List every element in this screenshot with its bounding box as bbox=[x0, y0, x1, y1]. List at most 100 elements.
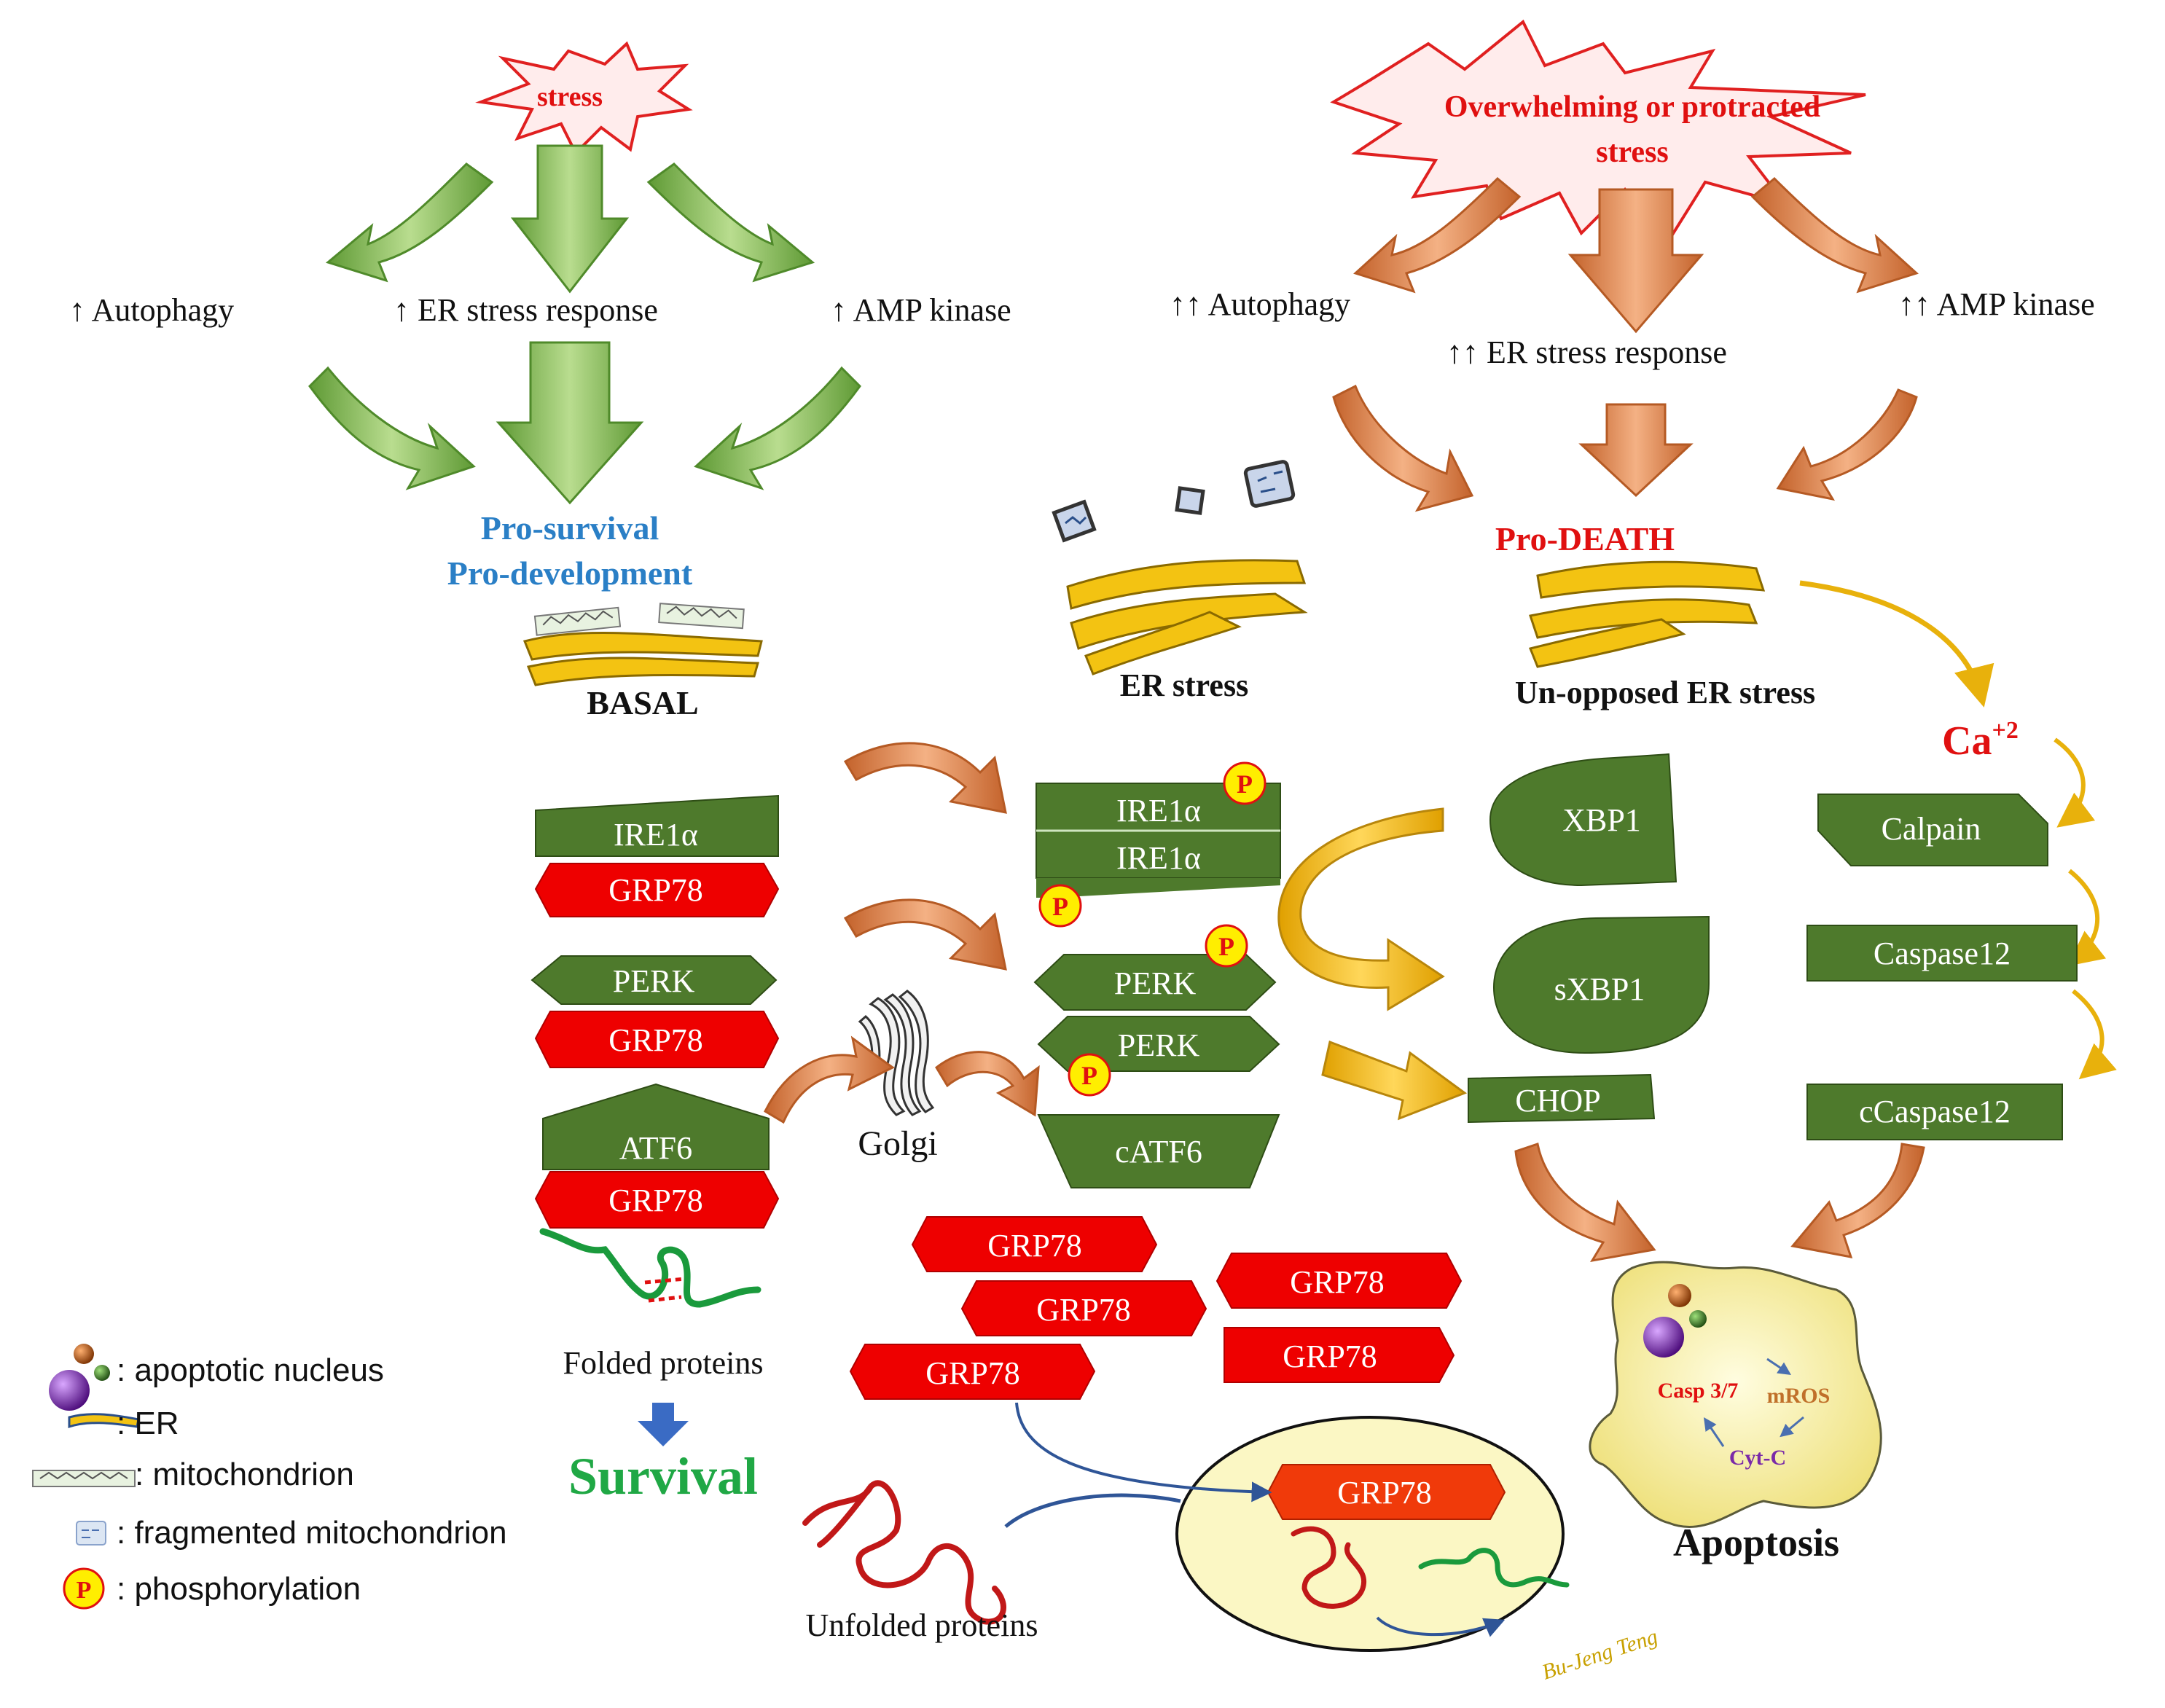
grp78-binding-arrow bbox=[1015, 1402, 1272, 1503]
bound-unfolded-protein-icon bbox=[1291, 1526, 1367, 1609]
refolding-arrow bbox=[1376, 1616, 1506, 1637]
chaperone-grp78-label: GRP78 bbox=[1337, 1475, 1432, 1511]
caspase-cleavage-arrow bbox=[2072, 989, 2117, 1080]
mitochondrion-icon bbox=[32, 1470, 136, 1487]
atf6-grp78-complex: ATF6 GRP78 bbox=[534, 1083, 780, 1229]
ire1-grp78-complex: IRE1α GRP78 bbox=[534, 794, 780, 917]
down-arrow-icon bbox=[638, 1403, 689, 1446]
legend-mitochondrion-text: : mitochondrion bbox=[135, 1457, 354, 1492]
legend-er-text: : ER bbox=[117, 1406, 179, 1441]
folded-protein-icon bbox=[539, 1228, 762, 1308]
perk-dimer: PERK PERK P P bbox=[1033, 924, 1280, 1097]
free-grp78-label: GRP78 bbox=[1290, 1264, 1385, 1300]
unfolded-protein-icon bbox=[802, 1480, 1006, 1625]
folded-proteins-label: Folded proteins bbox=[563, 1345, 764, 1381]
gold-arrows bbox=[1277, 807, 1468, 1121]
phospho-label: P bbox=[1237, 769, 1253, 799]
apoptosis-label: Apoptosis bbox=[1673, 1521, 1839, 1564]
legend-phospho-text: : phosphorylation bbox=[117, 1571, 361, 1607]
chaperone-grp78-box: GRP78 bbox=[1266, 1464, 1506, 1520]
refolded-protein-icon bbox=[1418, 1548, 1570, 1588]
free-grp78-cluster: GRP78 GRP78 GRP78 GRP78 GRP78 bbox=[849, 1216, 1463, 1400]
right-stress-starburst: Overwhelming or protracted stress bbox=[1330, 19, 1866, 243]
active-ire1-top-label: IRE1α bbox=[1116, 793, 1201, 828]
left-amp-kinase-label: ↑ AMP kinase bbox=[831, 292, 1011, 328]
survival-label: Survival bbox=[568, 1447, 758, 1505]
apoptotic-nucleus-icon bbox=[1689, 1310, 1707, 1328]
phospho-icon bbox=[1068, 1053, 1111, 1097]
apoptotic-nucleus-icon bbox=[74, 1344, 94, 1364]
right-orange-arrows-top bbox=[1353, 176, 1919, 334]
right-er-response-label: ↑↑ ER stress response bbox=[1446, 334, 1727, 370]
catf6-label: cATF6 bbox=[1115, 1134, 1202, 1170]
basal-atf6-label: ATF6 bbox=[619, 1130, 692, 1166]
left-er-response-label: ↑ ER stress response bbox=[394, 292, 658, 328]
apoptotic-cell: Casp 3/7 mROS Cyt-C bbox=[1589, 1261, 1882, 1528]
pro-death-label: Pro-DEATH bbox=[1495, 520, 1675, 557]
basal-ire1-label: IRE1α bbox=[614, 817, 698, 853]
legend: : apoptotic nucleus : ER : mitochondrion… bbox=[32, 1344, 507, 1610]
sxbp1-box: sXBP1 bbox=[1492, 915, 1710, 1054]
left-green-arrows-bottom bbox=[308, 341, 861, 505]
disulfide-bond-icon bbox=[644, 1277, 686, 1303]
activation-arrows bbox=[764, 742, 1040, 1124]
unopposed-er-label: Un-opposed ER stress bbox=[1515, 675, 1815, 710]
phospho-icon bbox=[1205, 924, 1248, 968]
right-amp-kinase-label: ↑↑ AMP kinase bbox=[1898, 286, 2095, 322]
unfolded-proteins-label: Unfolded proteins bbox=[806, 1607, 1038, 1643]
er-icon bbox=[68, 1413, 140, 1429]
apoptosis-arrows bbox=[1514, 1143, 1925, 1263]
ca-release-arrow bbox=[1799, 580, 1994, 708]
legend-fragmented-text: : fragmented mitochondrion bbox=[117, 1515, 507, 1551]
fragmented-mitochondrion-icon bbox=[76, 1521, 106, 1546]
mros-label: mROS bbox=[1767, 1384, 1831, 1408]
casp37-label: Casp 3/7 bbox=[1658, 1379, 1739, 1403]
basal-perk-label: PERK bbox=[613, 963, 695, 999]
catf6-box: cATF6 bbox=[1037, 1114, 1280, 1188]
xbp1-box: XBP1 bbox=[1489, 753, 1677, 887]
right-stress-label-line1: Overwhelming or protracted bbox=[1444, 90, 1820, 124]
right-orange-arrows-bottom bbox=[1332, 384, 1918, 512]
ccaspase12-label: cCaspase12 bbox=[1859, 1094, 2011, 1129]
ca-to-calpain-arrow bbox=[2054, 737, 2096, 828]
phospho-label: P bbox=[1218, 932, 1234, 961]
er-stress-label: ER stress bbox=[1120, 667, 1248, 703]
calpain-label: Calpain bbox=[1882, 811, 1981, 847]
chop-label: CHOP bbox=[1515, 1083, 1600, 1119]
calcium-label: Ca+2 bbox=[1942, 717, 2019, 764]
basal-label: BASAL bbox=[587, 684, 698, 721]
unopposed-er-icon bbox=[1528, 560, 1766, 668]
pro-development-label: Pro-development bbox=[447, 555, 693, 592]
phospho-label: P bbox=[77, 1577, 92, 1604]
free-grp78-label: GRP78 bbox=[1036, 1292, 1131, 1328]
caspase12-box: Caspase12 bbox=[1806, 925, 2078, 982]
left-stress-starburst: stress bbox=[475, 41, 693, 156]
basal-grp78-2-label: GRP78 bbox=[608, 1022, 703, 1058]
cytc-label: Cyt-C bbox=[1729, 1446, 1786, 1470]
phospho-icon bbox=[63, 1567, 105, 1610]
phospho-label: P bbox=[1081, 1061, 1097, 1090]
caspase12-label: Caspase12 bbox=[1874, 936, 2011, 971]
free-grp78-label: GRP78 bbox=[987, 1228, 1082, 1264]
apoptotic-nucleus-icon bbox=[1668, 1284, 1691, 1307]
active-perk-bottom-label: PERK bbox=[1118, 1027, 1200, 1063]
chaperone-ellipse bbox=[1175, 1416, 1565, 1652]
legend-nucleus-text: : apoptotic nucleus bbox=[117, 1352, 384, 1388]
right-stress-label-line2: stress bbox=[1596, 136, 1669, 169]
phospho-icon bbox=[1223, 761, 1266, 805]
pro-survival-label: Pro-survival bbox=[481, 509, 659, 547]
basal-grp78-3-label: GRP78 bbox=[608, 1183, 703, 1218]
left-green-arrows-top bbox=[325, 144, 815, 294]
phospho-icon bbox=[1038, 884, 1082, 928]
left-stress-label: stress bbox=[537, 82, 603, 112]
ccaspase12-box: cCaspase12 bbox=[1806, 1084, 2063, 1140]
apoptotic-nucleus-icon bbox=[94, 1365, 110, 1381]
perk-grp78-complex: PERK GRP78 bbox=[531, 955, 780, 1068]
basal-grp78-1-label: GRP78 bbox=[608, 872, 703, 908]
calpain-to-caspase-arrow bbox=[2067, 869, 2107, 966]
chop-box: CHOP bbox=[1468, 1073, 1656, 1124]
active-ire1-bottom-label: IRE1α bbox=[1116, 840, 1201, 876]
apoptotic-nucleus-icon bbox=[49, 1370, 90, 1411]
sxbp1-label: sXBP1 bbox=[1554, 971, 1645, 1007]
free-grp78-label: GRP78 bbox=[1283, 1339, 1377, 1374]
